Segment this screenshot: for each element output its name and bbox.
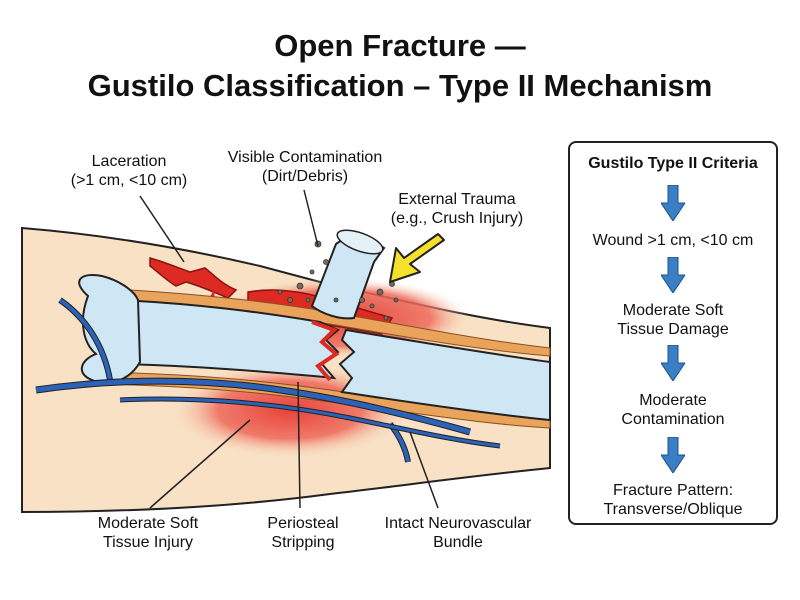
label-soft-tissue-line2: Tissue Injury	[102, 534, 194, 551]
down-arrow-icon	[661, 345, 685, 381]
bone-shaft-left	[119, 298, 340, 380]
vessel-upper-branch-fill	[58, 298, 112, 381]
leader-neurovascular	[409, 431, 439, 509]
criteria-step-3-line1: Moderate	[639, 392, 707, 409]
criteria-step-1-line1: Wound >1 cm, <10 cm	[592, 232, 754, 249]
label-laceration-line2: (>1 cm, <10 cm)	[70, 172, 188, 189]
yellow-arrow-icon	[389, 233, 445, 283]
label-laceration: Laceration (>1 cm, <10 cm)	[54, 152, 204, 190]
protruding-bone-fragment	[310, 229, 386, 320]
title-line-1: Open Fracture —	[274, 28, 526, 63]
criteria-step-3: Moderate Contamination	[570, 391, 776, 429]
down-arrow-icon	[661, 257, 685, 293]
criteria-title: Gustilo Type II Criteria	[588, 155, 758, 172]
criteria-step-2-line2: Tissue Damage	[617, 321, 729, 338]
label-soft-tissue: Moderate Soft Tissue Injury	[78, 514, 218, 552]
criteria-step-2-line1: Moderate Soft	[622, 302, 724, 319]
label-periosteal: Periosteal Stripping	[248, 514, 358, 552]
criteria-step-2: Moderate Soft Tissue Damage	[570, 301, 776, 339]
label-external-trauma-line2: (e.g., Crush Injury)	[390, 210, 524, 227]
criteria-step-3-line2: Contamination	[621, 411, 725, 428]
vessel-main-fill	[35, 378, 471, 435]
label-contamination: Visible Contamination (Dirt/Debris)	[210, 148, 400, 186]
leader-laceration	[139, 195, 185, 263]
criteria-step-1: Wound >1 cm, <10 cm	[570, 231, 776, 250]
title-line-2: Gustilo Classification – Type II Mechani…	[87, 68, 713, 103]
criteria-step-4-line1: Fracture Pattern:	[612, 482, 734, 499]
criteria-panel: Gustilo Type II Criteria Wound >1 cm, <1…	[568, 141, 778, 525]
leader-soft-tissue	[149, 419, 251, 509]
label-soft-tissue-line1: Moderate Soft	[97, 515, 199, 532]
criteria-step-4-line2: Transverse/Oblique	[603, 501, 743, 518]
label-neurovascular-line1: Intact Neurovascular	[384, 515, 532, 532]
label-laceration-line1: Laceration	[91, 153, 167, 170]
leader-lines	[139, 189, 439, 509]
down-arrow-icon	[661, 185, 685, 221]
label-external-trauma: External Trauma (e.g., Crush Injury)	[372, 190, 542, 228]
label-neurovascular: Intact Neurovascular Bundle	[368, 514, 548, 552]
label-external-trauma-line1: External Trauma	[398, 191, 516, 208]
leader-contamination	[303, 189, 319, 247]
label-periosteal-line2: Stripping	[271, 534, 335, 551]
criteria-step-4: Fracture Pattern: Transverse/Oblique	[570, 481, 776, 519]
leader-periosteal	[297, 381, 301, 509]
label-contamination-line1: Visible Contamination	[227, 149, 383, 166]
debris-particles	[277, 240, 399, 321]
fracture-line	[311, 320, 340, 382]
label-neurovascular-line2: Bundle	[433, 534, 483, 551]
down-arrow-icon	[661, 437, 685, 473]
label-contamination-line2: (Dirt/Debris)	[261, 168, 349, 185]
vessel-second-fill	[119, 397, 501, 448]
bone-shaft-right	[338, 328, 551, 422]
label-periosteal-line1: Periosteal	[267, 515, 339, 532]
